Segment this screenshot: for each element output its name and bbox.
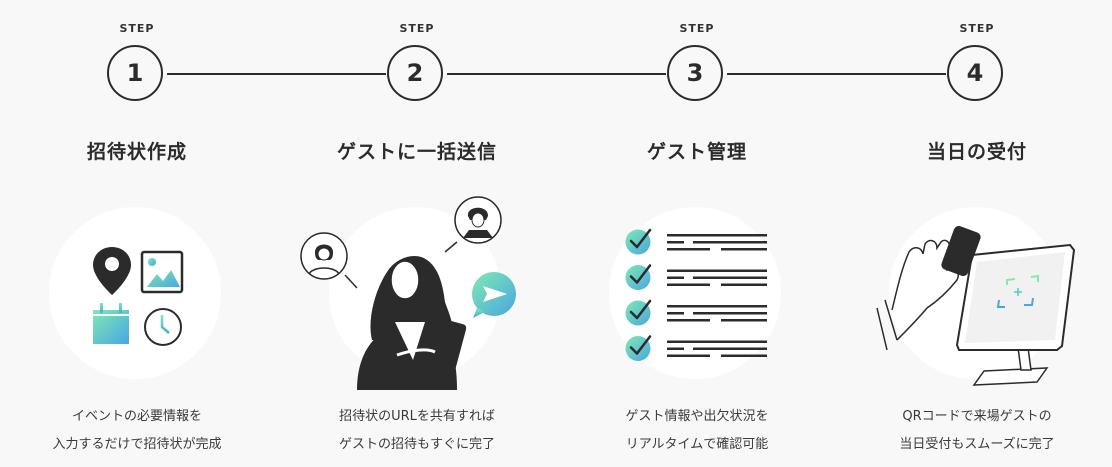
step-number-circle: 4 bbox=[947, 45, 1003, 101]
description-line: イベントの必要情報を bbox=[71, 409, 202, 424]
checklist-row bbox=[625, 228, 767, 255]
step-2: STEP 2 ゲストに一括送信 bbox=[277, 0, 557, 467]
step-number: 1 bbox=[126, 59, 144, 87]
step-title: ゲスト管理 bbox=[646, 141, 747, 163]
checklist-illustration bbox=[624, 228, 769, 363]
woman-with-tablet-illustration bbox=[357, 256, 467, 390]
step-label: STEP bbox=[679, 22, 715, 35]
step-number: 4 bbox=[966, 59, 984, 87]
description-line: ゲスト情報や出欠状況を bbox=[625, 409, 769, 424]
step-number-circle: 3 bbox=[667, 45, 723, 101]
step-title: 招待状作成 bbox=[86, 141, 187, 163]
event-info-icons bbox=[93, 247, 184, 346]
checklist-row bbox=[624, 299, 769, 327]
description-line: QRコードで来場ゲストの bbox=[902, 409, 1052, 424]
step-number-circle: 1 bbox=[107, 45, 163, 101]
step-title: ゲストに一括送信 bbox=[336, 141, 497, 163]
step-3: STEP 3 ゲスト管理 ゲスト情報や出欠状況を リアルタイムで確認可能 bbox=[557, 0, 837, 467]
step-connector-3-4 bbox=[727, 73, 946, 75]
qr-reception-illustration bbox=[876, 226, 1076, 386]
step-label: STEP bbox=[959, 22, 995, 35]
step-1: STEP 1 招待状作成 イベントの必要情報を 入力するだけで招待状が完成 bbox=[0, 0, 277, 467]
step-4: STEP 4 当日の受付 QRコードで来場ゲストの 当日受付もスムーズに完了 bbox=[837, 0, 1112, 467]
description-line: リアルタイムで確認可能 bbox=[625, 437, 769, 452]
step-number: 3 bbox=[686, 59, 704, 87]
step-connector-2-3 bbox=[447, 73, 666, 75]
tablet-kiosk-icon bbox=[955, 243, 1076, 386]
step-number-circle: 2 bbox=[387, 45, 443, 101]
calendar-icon bbox=[93, 303, 129, 344]
checklist-row bbox=[624, 263, 769, 292]
step-label: STEP bbox=[399, 22, 435, 35]
location-pin-icon bbox=[93, 247, 131, 295]
description-line: ゲストの招待もすぐに完了 bbox=[338, 437, 495, 452]
step-label: STEP bbox=[119, 22, 155, 35]
hand-holding-phone-icon bbox=[876, 226, 981, 351]
description-line: 当日受付もスムーズに完了 bbox=[899, 437, 1055, 452]
step-connector-1-2 bbox=[167, 73, 386, 75]
description-line: 入力するだけで招待状が完成 bbox=[52, 437, 222, 452]
guest-avatar-right-icon bbox=[444, 196, 502, 253]
checklist-row bbox=[624, 334, 769, 363]
step-description: 招待状のURLを共有すれば ゲストの招待もすぐに完了 bbox=[277, 403, 557, 459]
illustration-background bbox=[49, 207, 221, 379]
send-message-icon bbox=[472, 272, 516, 318]
description-line: 招待状のURLを共有すれば bbox=[339, 409, 495, 424]
step-description: ゲスト情報や出欠状況を リアルタイムで確認可能 bbox=[557, 403, 837, 459]
step-description: イベントの必要情報を 入力するだけで招待状が完成 bbox=[0, 403, 277, 459]
step-title: 当日の受付 bbox=[926, 141, 1027, 163]
share-invite-illustration bbox=[300, 196, 516, 390]
step-number: 2 bbox=[406, 59, 424, 87]
clock-icon bbox=[144, 308, 182, 346]
step-description: QRコードで来場ゲストの 当日受付もスムーズに完了 bbox=[837, 403, 1112, 459]
guest-avatar-left-icon bbox=[300, 232, 358, 289]
image-icon bbox=[140, 250, 184, 294]
